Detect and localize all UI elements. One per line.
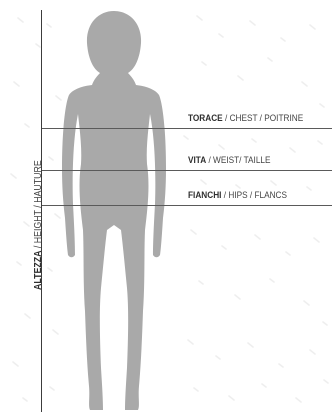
chest-label-rest: / CHEST / POITRINE bbox=[223, 113, 304, 124]
hips-measure-line bbox=[42, 205, 332, 206]
waist-label-rest: / WEIST/ TAILLE bbox=[206, 155, 270, 166]
chest-label-strong: TORACE bbox=[188, 113, 223, 124]
height-label: ALTEZZA / HEIGHT / HAUTURE bbox=[33, 160, 45, 290]
waist-label: VITA / WEIST/ TAILLE bbox=[188, 155, 271, 167]
waist-measure-line bbox=[42, 170, 332, 171]
hips-label: FIANCHI / HIPS / FLANCS bbox=[188, 190, 287, 202]
hips-label-rest: / HIPS / FLANCS bbox=[221, 190, 287, 201]
height-label-strong: ALTEZZA bbox=[33, 251, 44, 290]
female-silhouette bbox=[58, 8, 170, 412]
chest-label: TORACE / CHEST / POITRINE bbox=[188, 113, 303, 125]
height-label-rest: / HEIGHT / HAUTURE bbox=[33, 160, 44, 250]
waist-label-strong: VITA bbox=[188, 155, 206, 166]
hips-label-strong: FIANCHI bbox=[188, 190, 221, 201]
chest-measure-line bbox=[42, 128, 332, 129]
